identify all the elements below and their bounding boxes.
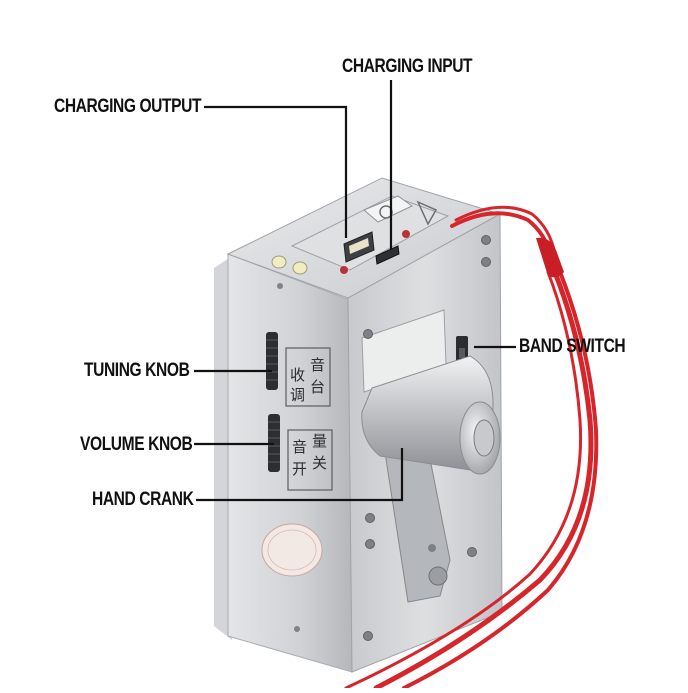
radio-side-face	[227, 253, 353, 673]
volume-char-top-left: 音	[292, 438, 307, 456]
label-tuning-knob: TUNING KNOB	[84, 360, 190, 381]
tuning-char-top-right: 音	[310, 356, 325, 374]
led-red-left-icon	[340, 266, 348, 274]
leader-lines	[194, 80, 516, 502]
flashlight-led-1-icon	[271, 255, 287, 269]
top-logo-plate	[363, 195, 413, 223]
hand-crank-pivot-icon	[428, 566, 448, 586]
screw-icon	[363, 631, 373, 641]
qualification-sticker	[261, 523, 323, 577]
tuning-char-bottom-left: 调	[290, 386, 305, 404]
hand-crank-cap-center	[473, 419, 495, 457]
volume-char-bottom-left: 开	[292, 460, 307, 478]
warning-triangle-icon	[416, 200, 438, 226]
leader-line-charging-output	[204, 105, 348, 238]
tuning-label-box	[285, 347, 331, 407]
lanyard-clip	[536, 237, 564, 278]
tuning-knob[interactable]	[266, 332, 278, 390]
tuning-char-bottom-right: 台	[310, 378, 325, 396]
screw-icon	[428, 544, 436, 552]
volume-char-bottom-right: 关	[312, 454, 327, 472]
label-charging-output: CHARGING OUTPUT	[54, 96, 202, 117]
label-hand-crank: HAND CRANK	[92, 489, 194, 510]
label-volume-knob: VOLUME KNOB	[80, 434, 193, 455]
qualification-sticker-ring	[267, 529, 317, 571]
screw-icon	[467, 547, 477, 557]
label-charging-input: CHARGING INPUT	[342, 56, 473, 77]
screw-icon	[363, 329, 373, 339]
label-band-switch: BAND SWITCH	[519, 336, 626, 357]
tuning-char-top-left: 收	[290, 366, 305, 384]
screw-icon	[365, 513, 375, 523]
screw-icon	[481, 235, 491, 245]
red-lanyard	[344, 205, 599, 691]
volume-knob-ridges	[268, 421, 280, 463]
screw-icon	[481, 257, 491, 267]
usb-output-port-tongue	[349, 238, 369, 254]
flashlight-led-2-icon	[292, 261, 308, 275]
screw-icon	[277, 283, 283, 289]
screw-icon	[365, 539, 375, 549]
volume-char-top-right: 量	[312, 432, 327, 450]
led-red-right-icon	[402, 230, 410, 238]
band-switch-slider	[459, 348, 465, 358]
volume-label-box	[287, 429, 333, 491]
screw-icon	[294, 626, 300, 632]
leader-line-hand-crank	[196, 448, 404, 502]
